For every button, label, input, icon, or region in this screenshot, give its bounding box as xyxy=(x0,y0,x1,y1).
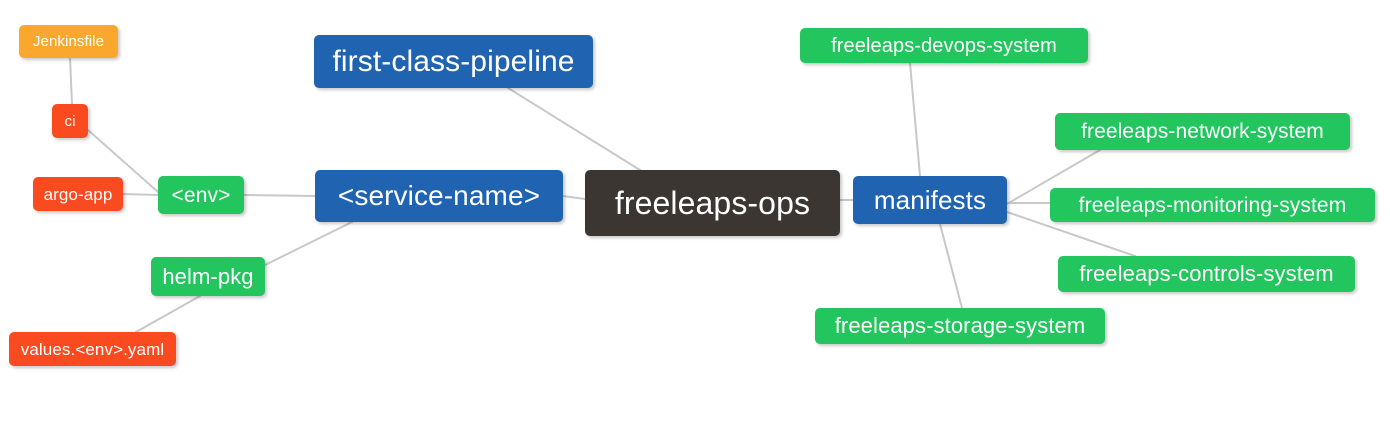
node-label-first-class-pipeline: first-class-pipeline xyxy=(332,44,575,78)
node-freeleaps-monitoring-system[interactable]: freeleaps-monitoring-system xyxy=(1050,188,1375,222)
node-ci[interactable]: ci xyxy=(52,104,88,138)
node-jenkinsfile[interactable]: Jenkinsfile xyxy=(19,25,118,58)
node-freeleaps-controls-system[interactable]: freeleaps-controls-system xyxy=(1058,256,1355,292)
edge-service-name-to-freeleaps-ops xyxy=(562,195,586,200)
node-values-env-yaml[interactable]: values.<env>.yaml xyxy=(9,332,176,366)
edge-values-env-yaml-to-helm-pkg xyxy=(135,295,201,333)
node-label-freeleaps-network-system: freeleaps-network-system xyxy=(1081,120,1324,143)
node-argo-app[interactable]: argo-app xyxy=(33,177,123,211)
node-label-jenkinsfile: Jenkinsfile xyxy=(32,33,105,50)
edge-first-class-pipeline-to-freeleaps-ops xyxy=(507,87,641,171)
node-label-service-name: <service-name> xyxy=(337,180,541,211)
node-service-name[interactable]: <service-name> xyxy=(315,170,563,222)
node-label-freeleaps-monitoring-system: freeleaps-monitoring-system xyxy=(1078,193,1347,217)
edge-manifests-to-freeleaps-devops-system xyxy=(909,62,921,177)
edge-env-to-service-name xyxy=(243,194,316,197)
node-label-freeleaps-storage-system: freeleaps-storage-system xyxy=(834,313,1086,338)
node-first-class-pipeline[interactable]: first-class-pipeline xyxy=(314,35,593,88)
node-freeleaps-storage-system[interactable]: freeleaps-storage-system xyxy=(815,308,1105,344)
node-label-ci: ci xyxy=(64,112,76,130)
edge-jenkinsfile-to-ci xyxy=(69,57,73,105)
node-label-argo-app: argo-app xyxy=(43,184,113,204)
node-label-values-env-yaml: values.<env>.yaml xyxy=(20,339,165,359)
node-label-helm-pkg: helm-pkg xyxy=(162,263,254,289)
node-label-freeleaps-devops-system: freeleaps-devops-system xyxy=(831,34,1057,57)
node-freeleaps-network-system[interactable]: freeleaps-network-system xyxy=(1055,113,1350,150)
node-env[interactable]: <env> xyxy=(158,176,244,214)
node-helm-pkg[interactable]: helm-pkg xyxy=(151,257,265,296)
node-freeleaps-devops-system[interactable]: freeleaps-devops-system xyxy=(800,28,1088,63)
node-label-env: <env> xyxy=(171,183,231,207)
node-manifests[interactable]: manifests xyxy=(853,176,1007,224)
node-label-freeleaps-controls-system: freeleaps-controls-system xyxy=(1079,261,1334,286)
edge-manifests-to-freeleaps-storage-system xyxy=(939,223,963,309)
node-label-freeleaps-ops: freeleaps-ops xyxy=(614,185,811,221)
node-freeleaps-ops[interactable]: freeleaps-ops xyxy=(585,170,840,236)
edge-argo-app-to-env xyxy=(122,193,159,196)
edge-helm-pkg-to-service-name xyxy=(264,221,353,266)
node-label-manifests: manifests xyxy=(873,185,987,215)
